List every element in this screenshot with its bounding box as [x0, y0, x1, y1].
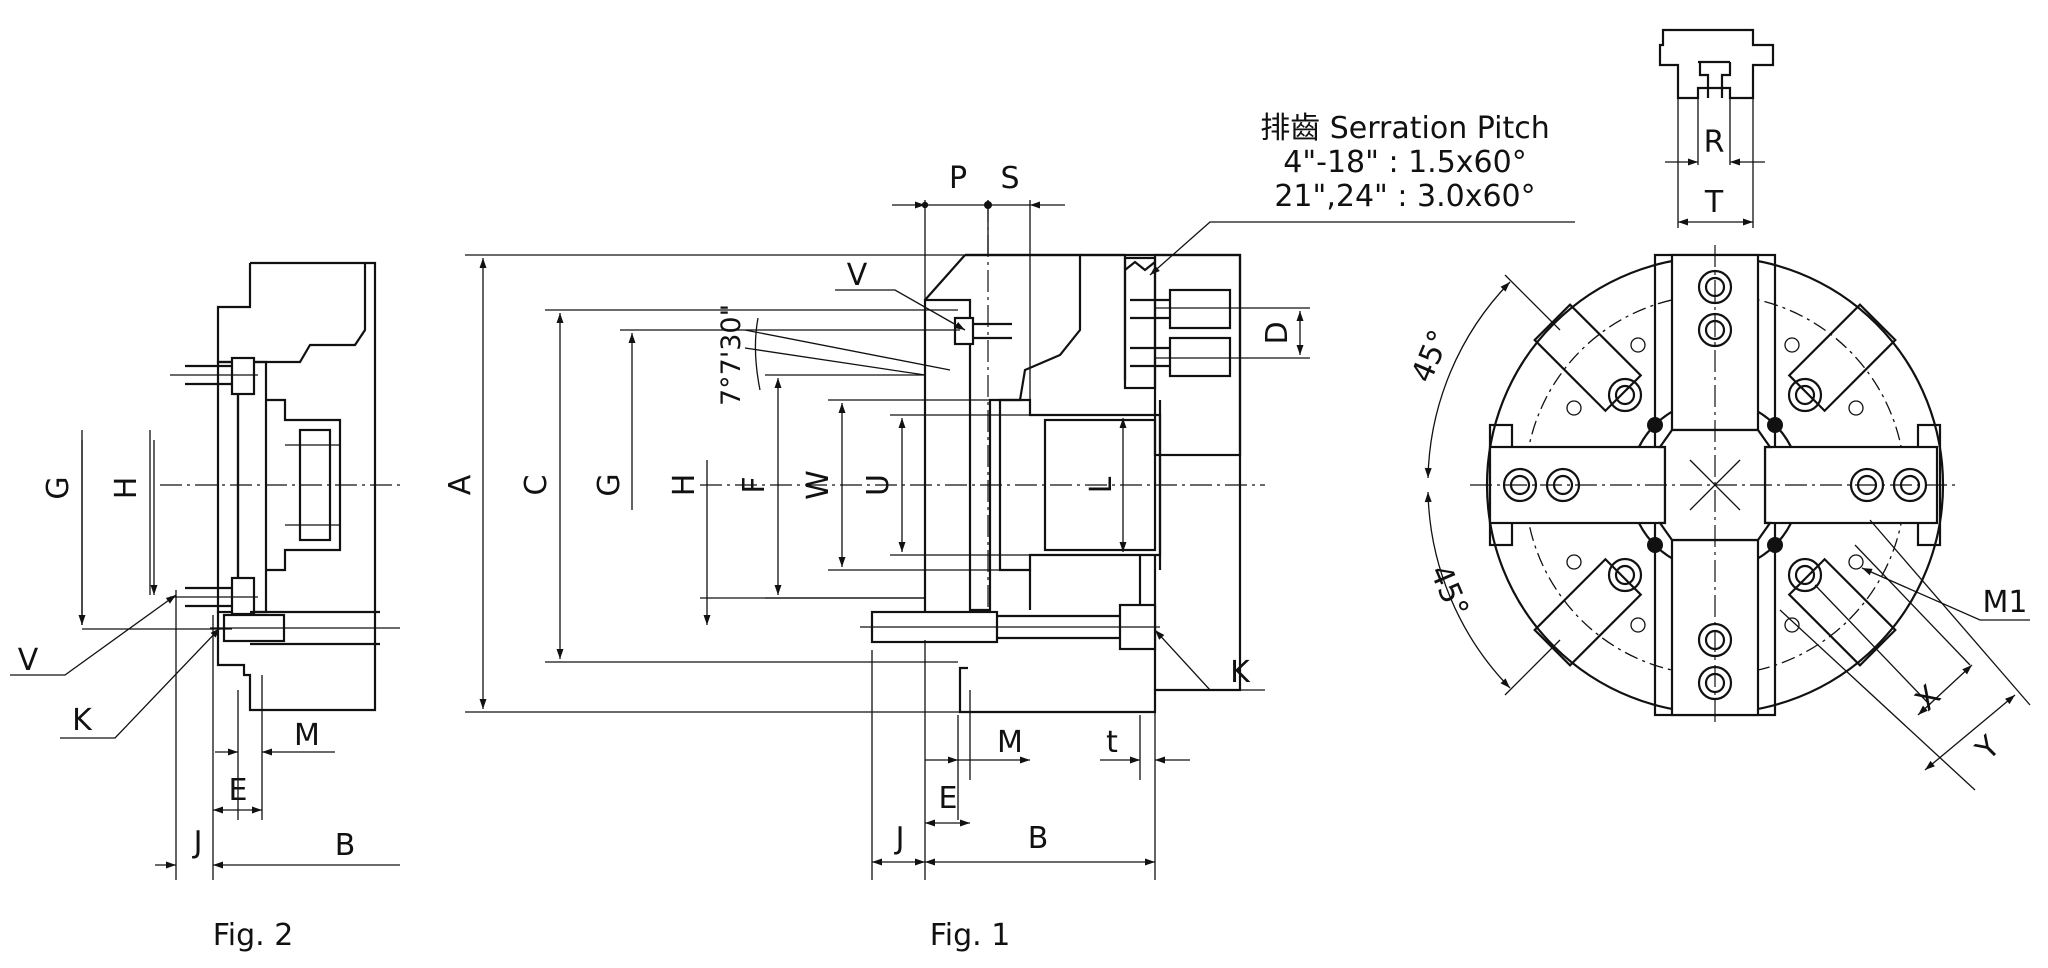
fig1-label-H: H [667, 474, 702, 497]
fig1-label-W: W [801, 470, 836, 500]
fig1-label-K: K [1230, 655, 1251, 690]
fig1-label-L: L [1084, 476, 1119, 493]
serration-title: 排齒 Serration Pitch [1260, 111, 1550, 146]
front-view: R T [1405, 28, 2031, 791]
fig1-label-S: S [1000, 161, 1019, 196]
fig1-label-C: C [519, 475, 554, 496]
fig2-label-G: G [41, 476, 76, 499]
fig1-label-M: M [997, 725, 1023, 760]
fig1-label-E: E [939, 781, 958, 816]
front-label-Y: Y [1969, 729, 2008, 768]
fig1-taper-angle: 7°7'30" [716, 304, 747, 406]
caption-fig1: Fig. 1 [930, 918, 1011, 953]
front-label-X: X [1909, 679, 1948, 718]
fig2-label-B: B [335, 828, 356, 863]
fig1-label-J: J [894, 821, 905, 856]
fig1-section-view: P S V A C G H F W U L D 7°7'30" K M t E … [443, 111, 1575, 880]
front-label-T: T [1704, 185, 1724, 220]
caption-fig2: Fig. 2 [213, 918, 294, 953]
fig2-label-K: K [72, 703, 93, 738]
fig2-label-V: V [18, 643, 39, 678]
fig1-label-D: D [1260, 321, 1295, 344]
fig2-label-E: E [229, 773, 248, 808]
fig1-label-U: U [861, 474, 896, 496]
fig2-label-H: H [109, 477, 144, 500]
fig1-label-B: B [1028, 821, 1049, 856]
serration-line-2: 21",24" : 3.0x60° [1274, 179, 1535, 214]
front-angle-lower: 45° [1422, 560, 1475, 623]
fig1-label-F: F [737, 476, 772, 493]
serration-line-1: 4"-18" : 1.5x60° [1283, 145, 1527, 180]
front-angle-upper: 45° [1405, 325, 1458, 388]
front-label-R: R [1704, 125, 1725, 160]
fig1-label-A: A [443, 474, 478, 495]
front-label-M1: M1 [1983, 585, 2028, 620]
fig1-label-G: G [592, 473, 627, 496]
fig2-label-J: J [192, 825, 203, 860]
fig1-label-P: P [949, 161, 967, 196]
fig1-label-V: V [847, 258, 868, 293]
fig2-side-view: G H V K M E J B [10, 261, 400, 880]
fig1-label-t: t [1106, 725, 1118, 760]
fig2-label-M: M [294, 718, 320, 753]
